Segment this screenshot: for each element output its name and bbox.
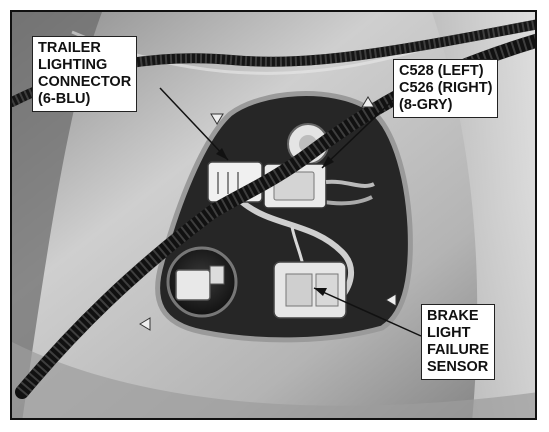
callout-line: CONNECTOR xyxy=(38,74,132,90)
callout-trailer-lighting-connector: TRAILER LIGHTING CONNECTOR (6-BLU) xyxy=(32,36,138,112)
callout-line: LIGHT xyxy=(427,325,471,341)
callout-brake-light-failure-sensor: BRAKE LIGHT FAILURE SENSOR xyxy=(421,304,496,380)
callout-line: C526 (RIGHT) xyxy=(399,80,493,96)
callout-lamp-connectors: C528 (LEFT) C526 (RIGHT) (8-GRY) xyxy=(393,59,499,118)
callout-line: LIGHTING xyxy=(38,57,108,73)
callout-line: BRAKE xyxy=(427,308,479,324)
callout-line: TRAILER xyxy=(38,40,101,56)
callout-line: C528 (LEFT) xyxy=(399,63,484,79)
callout-line: (6-BLU) xyxy=(38,91,91,107)
callout-line: (8-GRY) xyxy=(399,97,453,113)
callout-line: FAILURE xyxy=(427,342,490,358)
callout-line: SENSOR xyxy=(427,359,489,375)
